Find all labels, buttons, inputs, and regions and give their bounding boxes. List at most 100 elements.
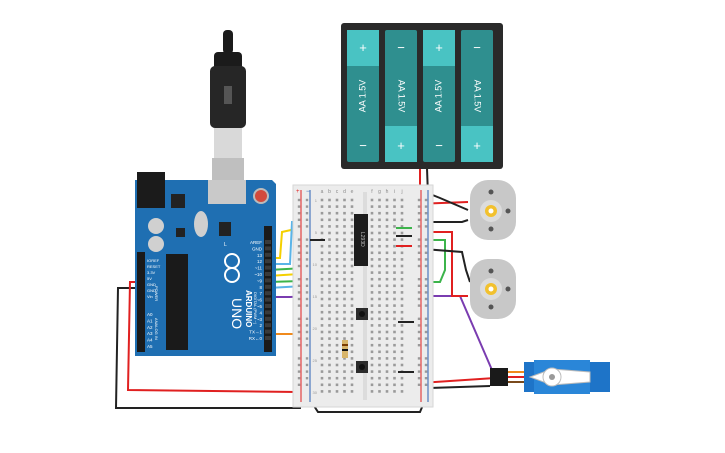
cell-top-sign: −	[397, 40, 405, 55]
battery-cell-4[interactable]: −+AA 1.5V	[461, 30, 493, 162]
cell-top-sign: +	[435, 40, 443, 55]
ic-label: L293D	[359, 232, 365, 247]
pushbutton-2-cap	[359, 364, 365, 370]
column-label: g	[378, 189, 381, 195]
pushbutton-1-cap	[359, 311, 365, 317]
battery-pack[interactable]: +−AA 1.5V−+AA 1.5V+−AA 1.5V−+AA 1.5V	[341, 23, 503, 169]
dc-motor-1[interactable]	[470, 180, 516, 240]
digital-pin-label: ~5	[257, 304, 263, 309]
cell-bottom-sign: +	[473, 138, 481, 153]
digital-pin-label: 13	[257, 253, 263, 258]
digital-pin-label: AREF	[250, 240, 262, 245]
capacitor	[148, 236, 164, 252]
row-number: 1	[315, 198, 318, 203]
l293d-chip[interactable]	[354, 214, 368, 266]
analog-pin-label: A1	[147, 318, 153, 323]
column-label: j	[400, 189, 402, 195]
rail-sign-plus: +	[296, 189, 300, 195]
cell-cap	[461, 126, 493, 162]
digital-pin[interactable]	[265, 297, 271, 302]
servo-motor[interactable]	[490, 360, 610, 394]
digital-pin-label: ~10	[254, 272, 262, 277]
arduino-infinity-icon	[224, 253, 240, 283]
wire-red-left-loop[interactable]	[126, 281, 299, 393]
digital-pin[interactable]	[265, 291, 271, 296]
column-label: h	[386, 189, 389, 195]
power-pin-label: GND	[147, 282, 156, 287]
digital-pin[interactable]	[265, 272, 271, 276]
digital-pin-label: RX←0	[249, 336, 263, 341]
servo-connector	[490, 368, 508, 386]
dc-motor-2[interactable]	[470, 259, 516, 319]
power-pin-label: 5V	[147, 276, 152, 281]
motor-terminal	[488, 226, 494, 232]
voltage-regulator	[171, 194, 185, 208]
resistor-band	[342, 344, 348, 346]
digital-pin-label: 4	[259, 310, 262, 315]
usb-chip	[219, 222, 231, 236]
usb-port	[208, 180, 246, 204]
power-pin-label: 3.3V	[147, 270, 156, 275]
column-label: i	[394, 189, 395, 195]
battery-cell-1[interactable]: + − AA 1.5V	[347, 30, 379, 162]
digital-pin-label: ~9	[257, 278, 263, 283]
power-pin-label: IOREF	[147, 258, 160, 263]
digital-pin[interactable]	[265, 278, 271, 283]
digital-pin[interactable]	[265, 246, 271, 251]
motor-terminal	[505, 286, 511, 292]
power-jack	[137, 172, 165, 208]
row-number: 10	[313, 262, 318, 267]
column-label: b	[328, 189, 331, 195]
center-channel	[363, 192, 367, 400]
crystal	[194, 211, 208, 237]
power-header-label: POWER	[154, 286, 159, 301]
power-analog-header	[137, 252, 145, 352]
digital-pin[interactable]	[265, 316, 271, 321]
digital-pin[interactable]	[265, 329, 271, 334]
analog-pin-label: A3	[147, 331, 153, 336]
digital-pin[interactable]	[265, 284, 271, 289]
digital-pin-label: GND	[252, 246, 263, 251]
battery-cell-2[interactable]: −+AA 1.5V	[385, 30, 417, 162]
rail-sign-minus: −	[306, 189, 310, 195]
small-chip	[176, 228, 185, 237]
arduino-uno-board[interactable]: ARDUINO UNO DIGITAL (PWM ~) POWER ANALOG…	[135, 172, 276, 356]
cell-top-sign: −	[473, 40, 481, 55]
power-pin-label: RESET	[147, 264, 161, 269]
resistor-band	[342, 349, 348, 351]
usb-cable-icon	[210, 30, 246, 204]
digital-pin-label: 7	[259, 291, 262, 296]
motor-terminal	[488, 304, 494, 310]
cell-cap	[423, 30, 455, 66]
cell-cap	[385, 126, 417, 162]
cell-top-sign: +	[359, 40, 367, 55]
digital-pin[interactable]	[265, 336, 271, 340]
cell-bottom-sign: −	[359, 138, 367, 153]
digital-pin[interactable]	[265, 310, 271, 315]
digital-pin[interactable]	[265, 323, 271, 328]
breadboard-holes	[297, 198, 428, 393]
digital-pin[interactable]	[265, 259, 271, 264]
digital-pin[interactable]	[265, 304, 271, 308]
analog-pin-label: A2	[147, 325, 153, 330]
digital-pin[interactable]	[265, 240, 271, 244]
digital-pin-label: 12	[257, 259, 263, 264]
motor-terminal	[488, 268, 494, 274]
digital-pin[interactable]	[265, 265, 271, 270]
cell-label: AA 1.5V	[357, 80, 367, 113]
wire-black-motor-2[interactable]	[409, 247, 471, 283]
digital-pin-label: ~6	[257, 298, 263, 303]
battery-cell-3[interactable]: +−AA 1.5V	[423, 30, 455, 162]
cell-cap	[347, 30, 379, 66]
digital-pin-label: 2	[259, 323, 262, 328]
column-label: f	[371, 189, 373, 195]
reset-button-icon[interactable]	[253, 188, 269, 204]
row-number: 20	[313, 326, 318, 331]
row-number: 25	[313, 358, 318, 363]
row-number: 5	[315, 230, 318, 235]
led-label: L	[224, 242, 227, 248]
digital-pin[interactable]	[265, 252, 271, 257]
column-label: e	[351, 189, 354, 195]
